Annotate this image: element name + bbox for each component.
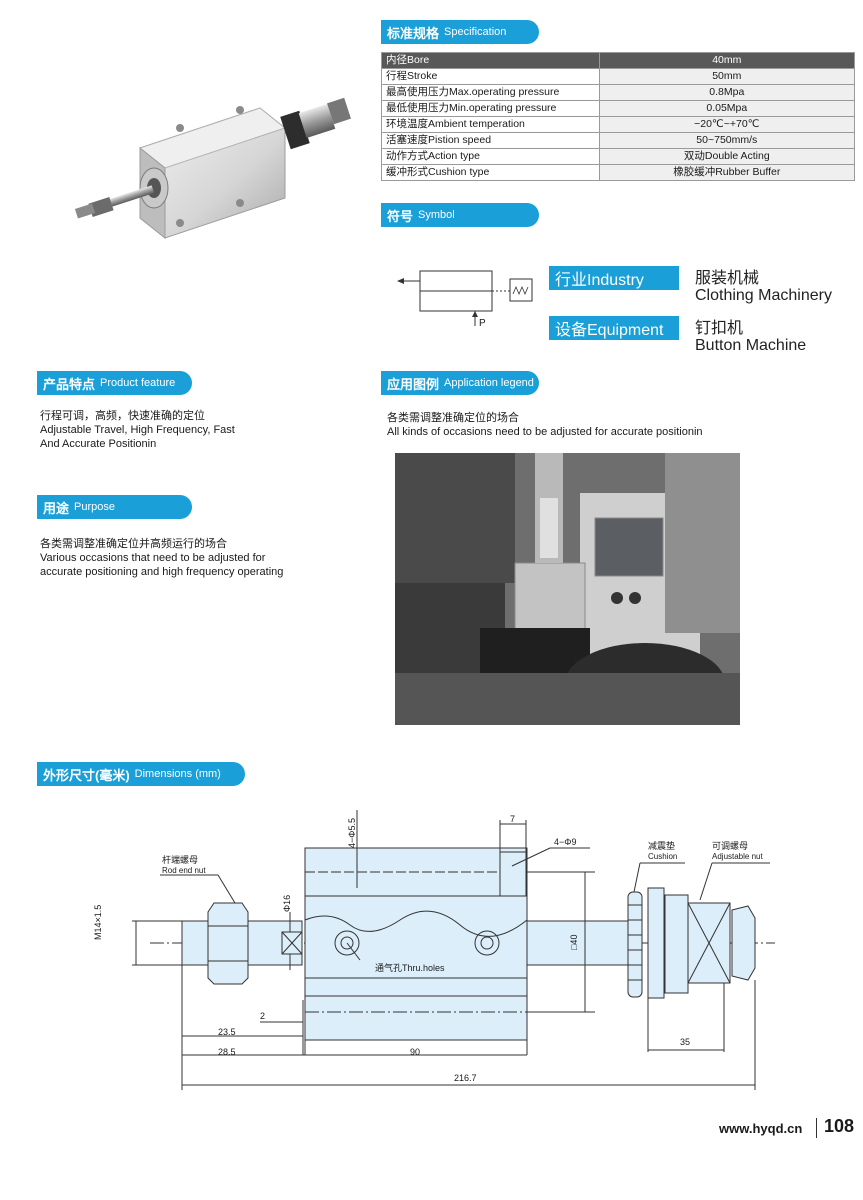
spec-value: 双动Double Acting (598, 148, 856, 165)
application-heading: 应用图例 Application legend (381, 371, 539, 395)
adjustable-nut-label-en: Adjustable nut (712, 852, 763, 861)
equipment-value-en: Button Machine (695, 337, 807, 354)
spec-value: 0.8Mpa (598, 84, 856, 101)
spec-label: 最低使用压力Min.operating pressure (381, 100, 600, 117)
product-image (74, 97, 351, 240)
industry-value-cn: 服装机械 (695, 270, 760, 287)
footer-divider (816, 1118, 817, 1138)
spec-label: 内径Bore (381, 52, 600, 69)
pneumatic-symbol (397, 270, 533, 326)
adjustable-nut-label-cn: 可调螺母 (712, 841, 749, 851)
application-text-cn: 各类需调整准确定位的场合 (387, 412, 519, 424)
spec-value: 40mm (598, 52, 856, 69)
spec-heading: 标准规格 Specification (381, 20, 539, 44)
dim-35-label: 35 (680, 1037, 691, 1047)
spec-label: 缓冲形式Cushion type (381, 164, 600, 181)
feature-heading: 产品特点 Product feature (37, 371, 192, 395)
application-text-en: All kinds of occasions need to be adjust… (387, 426, 703, 438)
dimensions-heading: 外形尺寸(毫米) Dimensions (mm) (37, 762, 245, 786)
feature-text-cn: 行程可调，高频，快速准确的定位 (40, 410, 205, 422)
square-40-label: □40 (569, 934, 579, 950)
dim-7-label: 7 (510, 814, 516, 824)
feature-text-en-1: Adjustable Travel, High Frequency, Fast (40, 424, 235, 436)
vent-holes-label: 通气孔Thru.holes (375, 963, 445, 973)
large-hole-label: 4−Φ9 (554, 837, 577, 847)
dim-90-label: 90 (410, 1047, 421, 1057)
purpose-text-en-1: Various occasions that need to be adjust… (40, 552, 266, 564)
dim-28-5-label: 28.5 (218, 1047, 236, 1057)
purpose-heading: 用途 Purpose (37, 495, 192, 519)
dim-23-5-label: 23.5 (218, 1027, 236, 1037)
spec-value: 50~750mm/s (598, 132, 856, 149)
footer-url[interactable]: www.hyqd.cn (719, 1121, 803, 1136)
spec-value: 50mm (598, 68, 856, 85)
cushion-label-en: Cushion (648, 852, 678, 861)
symbol-port-label: P (479, 318, 486, 329)
spec-value: 0.05Mpa (598, 100, 856, 117)
symbol-heading: 符号 Symbol (381, 203, 539, 227)
industry-value-en: Clothing Machinery (695, 287, 832, 304)
rod-diameter-label: Φ16 (282, 894, 292, 912)
cushion-label-cn: 减震垫 (648, 841, 676, 851)
rod-end-nut-label-cn: 杆端螺母 (162, 855, 199, 865)
equipment-tag: 设备Equipment (549, 316, 679, 340)
small-hole-label: 4−Φ5.5 (347, 818, 357, 848)
purpose-text-cn: 各类需调整准确定位并高频运行的场合 (40, 538, 227, 550)
purpose-text-en-2: accurate positioning and high frequency … (40, 566, 284, 578)
dim-2-label: 2 (260, 1011, 266, 1021)
spec-label: 动作方式Action type (381, 148, 600, 165)
spec-label: 环境温度Ambient temperation (381, 116, 600, 133)
application-photo (395, 453, 740, 725)
spec-label: 最高使用压力Max.operating pressure (381, 84, 600, 101)
page-number: 108 (824, 1116, 855, 1136)
dim-216-7-label: 216.7 (454, 1073, 477, 1083)
spec-value: 橡胶缓冲Rubber Buffer (598, 164, 856, 181)
spec-label: 活塞速度Pistion speed (381, 132, 600, 149)
equipment-value-cn: 钉扣机 (695, 320, 744, 337)
spec-value: −20℃~+70℃ (598, 116, 856, 133)
feature-text-en-2: And Accurate Positionin (40, 438, 157, 450)
rod-end-nut-label-en: Rod end nut (162, 866, 206, 875)
industry-tag: 行业Industry (549, 266, 679, 290)
spec-label: 行程Stroke (381, 68, 600, 85)
dimension-drawing (132, 810, 775, 1090)
spec-row: 环境温度Ambient temperation−20℃~+70℃ (381, 116, 856, 133)
thread-label: M14×1.5 (93, 904, 103, 940)
